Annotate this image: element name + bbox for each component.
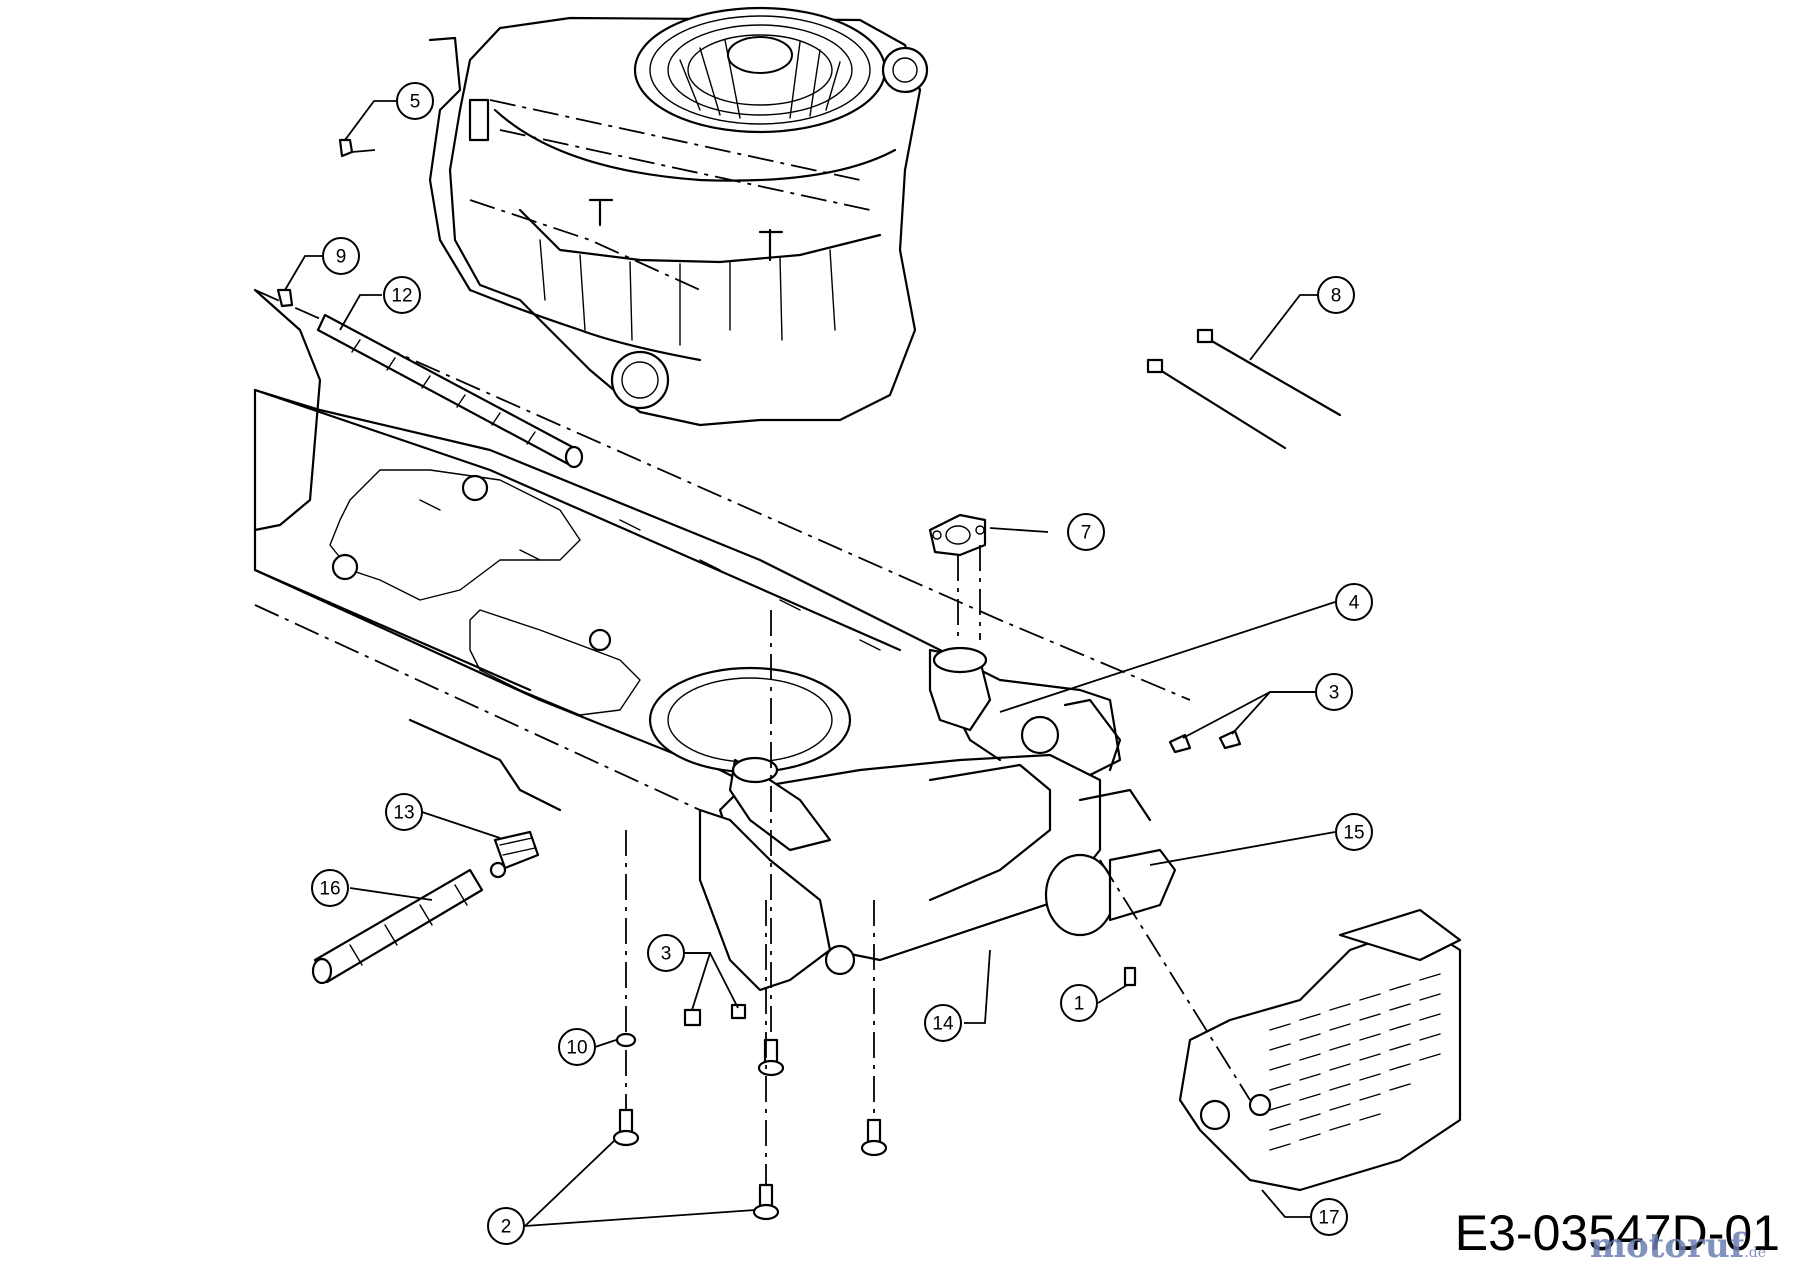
screws-part [683,729,1242,1027]
callout-13: 13 [385,793,423,831]
svg-text:7: 7 [1081,523,1092,544]
svg-text:12: 12 [391,286,412,307]
callout-10: 10 [558,1028,596,1066]
callout-7: 7 [1067,513,1105,551]
svg-text:8: 8 [1331,286,1342,307]
svg-text:10: 10 [566,1038,587,1059]
heat-shield-illustration [1099,859,1462,1192]
svg-text:13: 13 [393,803,414,824]
hose-part [316,313,584,469]
engine-illustration [428,6,929,427]
callout-17: 17 [1310,1198,1348,1236]
screw-part [1123,966,1137,987]
svg-text:2: 2 [501,1217,512,1238]
callout-16: 16 [311,869,349,907]
callout-1: 1 [1060,984,1098,1022]
svg-text:9: 9 [336,247,347,268]
clamp-part [276,288,294,308]
sleeve-part [311,868,484,985]
callout-12: 12 [383,276,421,314]
cable-ties-part [1146,328,1342,450]
bolts-part [612,610,888,1221]
gasket-part [928,513,987,640]
watermark-tld: .de [1744,1245,1766,1261]
watermark-name: motoruf [1590,1226,1745,1266]
callout-15: 15 [1335,813,1373,851]
svg-text:3: 3 [661,944,672,965]
washer-part [615,1032,637,1048]
callout-5: 5 [396,82,434,120]
clip-part [338,138,376,158]
svg-text:14: 14 [932,1014,954,1035]
svg-text:17: 17 [1318,1208,1339,1229]
callout-3-right: 3 [1315,673,1353,711]
svg-text:3: 3 [1329,683,1340,704]
svg-text:5: 5 [410,92,421,113]
connector-part [489,830,540,879]
svg-text:4: 4 [1349,593,1360,614]
callout-9: 9 [322,237,360,275]
callout-3-left: 3 [647,934,685,972]
svg-text:15: 15 [1343,823,1364,844]
svg-text:16: 16 [319,879,340,900]
diagram-code: E3-03547D-01 [1454,1205,1780,1261]
callout-2: 2 [487,1207,525,1245]
muffler-illustration [698,646,1177,992]
callout-8: 8 [1317,276,1355,314]
callout-4: 4 [1335,583,1373,621]
watermark-logo: motoruf.de [1590,1226,1766,1266]
leader-lines [284,100,1336,1227]
callout-14: 14 [924,1004,962,1042]
svg-text:1: 1 [1074,994,1085,1015]
